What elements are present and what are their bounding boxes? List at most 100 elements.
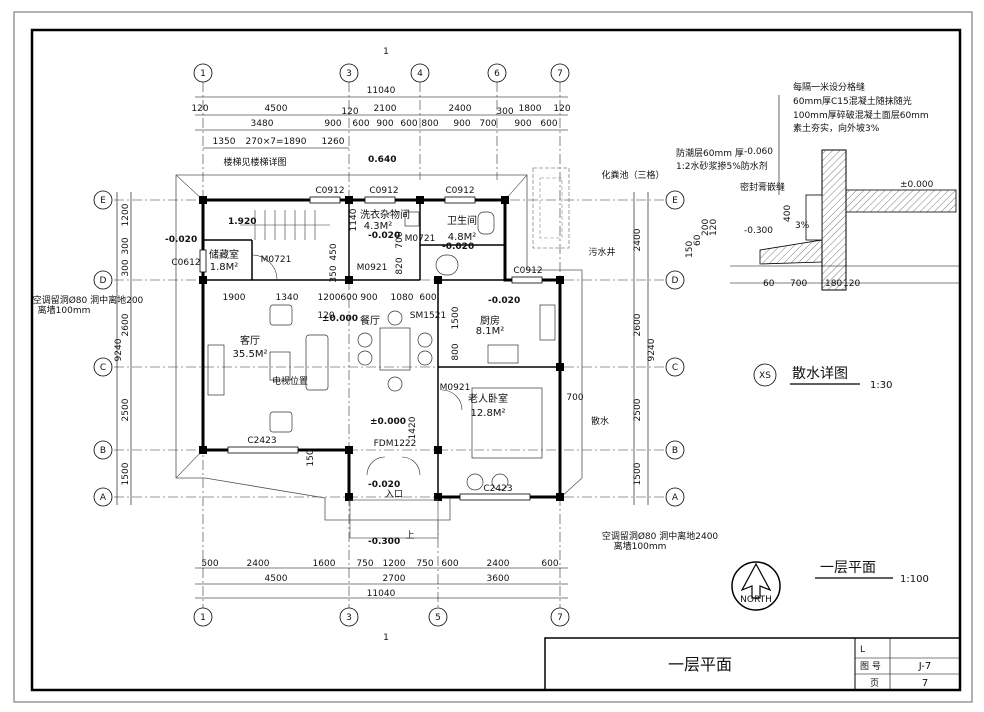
dim-int-16: 450 <box>329 243 339 260</box>
dim-top-total: 11040 <box>367 86 396 96</box>
axis-right-e: E <box>672 196 678 206</box>
tag-m0921-b: M0921 <box>440 383 471 393</box>
dim-top-r2-10: 900 <box>514 119 531 129</box>
dim-top-r2-0: 3480 <box>251 119 274 129</box>
dim-int-10: 700 <box>566 393 583 403</box>
stair <box>240 210 330 240</box>
dim-bot-r1-3: 750 <box>356 559 373 569</box>
axis-bottom-1: 1 <box>200 613 206 623</box>
room-kitchen-name: 厨房 <box>480 314 500 327</box>
axis-left-d: D <box>100 276 107 286</box>
label-ac-hole-2: 空调留洞Ø80 洞中离地2400 <box>602 530 719 542</box>
title-block-page: 7 <box>922 678 928 689</box>
axis-top-3: 3 <box>346 69 352 79</box>
detail-note-2: 100mm厚碎破混凝土面层60mm <box>793 109 929 121</box>
room-storage-name: 储藏室 <box>209 248 239 261</box>
title-block-drawing-no: J-7 <box>918 661 932 672</box>
dim-top-r2-7: 900 <box>453 119 470 129</box>
dim-int-4: 900 <box>360 293 377 303</box>
axis-top-1: 1 <box>200 69 206 79</box>
dim-top-r2-3: 600 <box>352 119 369 129</box>
label-apron: 散水 <box>591 415 609 427</box>
dim-int-7: 1500 <box>451 306 461 329</box>
detail-waterproof-1: 防潮层60mm 厚 <box>676 147 744 159</box>
dim-left-1: 300 <box>121 237 131 254</box>
room-kitchen-area: 8.1M² <box>476 326 505 337</box>
section-mark-top: 1 <box>383 47 389 57</box>
dim-top-r2-1: 900 <box>324 119 341 129</box>
tag-m0721-b: M0721 <box>405 234 436 244</box>
level-0640: 0.640 <box>368 155 396 165</box>
dim-bot-r2-1: 2700 <box>383 574 406 584</box>
detail-dim-b0: 60 <box>763 279 775 289</box>
axis-bottom-7: 7 <box>557 613 563 623</box>
dim-bot-r1-8: 600 <box>541 559 558 569</box>
dim-left-3: 2600 <box>121 313 131 336</box>
axis-right-d: D <box>672 276 679 286</box>
room-elder-name: 老人卧室 <box>468 392 508 405</box>
title-block-l: L <box>860 645 865 655</box>
dim-top-r2-5: 600 <box>400 119 417 129</box>
dim-right-1: 2600 <box>633 313 643 336</box>
title-block-frame <box>544 637 961 691</box>
axis-top-6: 6 <box>494 69 500 79</box>
dim-top-r2-2: 120 <box>341 107 358 117</box>
dim-int-14: 700 <box>395 231 405 248</box>
dim-int-3: 600 <box>340 293 357 303</box>
level-m0300: -0.300 <box>368 537 400 547</box>
level-pm0000-b: ±0.000 <box>370 417 406 427</box>
room-storage-area: 1.8M² <box>210 262 239 273</box>
dim-stair-1: 270×7=1890 <box>246 137 307 147</box>
axis-right-b: B <box>672 446 678 456</box>
axis-bottom-3: 3 <box>346 613 352 623</box>
label-ac-hole-1: 空调留洞Ø80 洞中离地200 <box>33 294 144 306</box>
inner-frame <box>30 28 962 692</box>
tag-c0612: C0612 <box>171 258 200 268</box>
dimension-lines <box>116 96 649 599</box>
axis-right-c: C <box>672 363 678 373</box>
tag-c2423-b: C2423 <box>483 484 512 494</box>
dim-bot-r1-1: 2400 <box>247 559 270 569</box>
door-swings <box>251 254 463 476</box>
dim-top-r2-4: 900 <box>376 119 393 129</box>
axis-right-a: A <box>672 493 679 503</box>
tag-c0912-d: C0912 <box>513 266 542 276</box>
level-pm0000-a: ±0.000 <box>322 314 358 324</box>
dim-top-r2-11: 600 <box>540 119 557 129</box>
dim-int-9: 1420 <box>408 416 418 439</box>
entrance-platform <box>349 499 439 539</box>
outer-frame <box>13 11 973 703</box>
tag-m0721-a: M0721 <box>261 255 292 265</box>
dim-top-r1-5: 120 <box>553 104 570 114</box>
dim-top-r2-8: 700 <box>479 119 496 129</box>
dim-left-5: 1500 <box>121 462 131 485</box>
axis-top-4: 4 <box>417 69 423 79</box>
dim-int-2: 1200 <box>318 293 341 303</box>
label-ac-hole-1b: 离墙100mm <box>38 304 91 316</box>
axis-left-b: B <box>100 446 106 456</box>
axis-bottom-5: 5 <box>435 613 441 623</box>
label-sewage: 污水井 <box>588 246 615 258</box>
dim-top-r1-4: 1800 <box>519 104 542 114</box>
detail-slope: 3% <box>795 221 810 231</box>
dim-bot-r1-2: 1600 <box>313 559 336 569</box>
level-m0020-c: -0.020 <box>442 242 474 252</box>
plan-title: 一层平面 <box>820 560 876 576</box>
detail-dim-b1: 700 <box>790 279 807 289</box>
label-up: 上 <box>405 530 414 541</box>
dim-right-0: 2400 <box>633 228 643 251</box>
detail-scale: 1:30 <box>870 380 892 391</box>
dim-int-1: 1340 <box>276 293 299 303</box>
dim-bot-total: 11040 <box>367 589 396 599</box>
dim-top-r2-6: 800 <box>421 119 438 129</box>
tag-c0912-b: C0912 <box>369 186 398 196</box>
room-living-area: 35.5M² <box>233 349 268 360</box>
label-tv-position: 电视位置 <box>272 375 308 387</box>
axis-bubbles <box>93 63 685 627</box>
north-arrow-icon <box>731 561 781 611</box>
detail-elev-3: -0.300 <box>744 226 773 236</box>
dim-int-13: 820 <box>395 257 405 274</box>
tag-c2423: C2423 <box>247 436 276 446</box>
dim-int-11: 1140 <box>349 208 359 231</box>
